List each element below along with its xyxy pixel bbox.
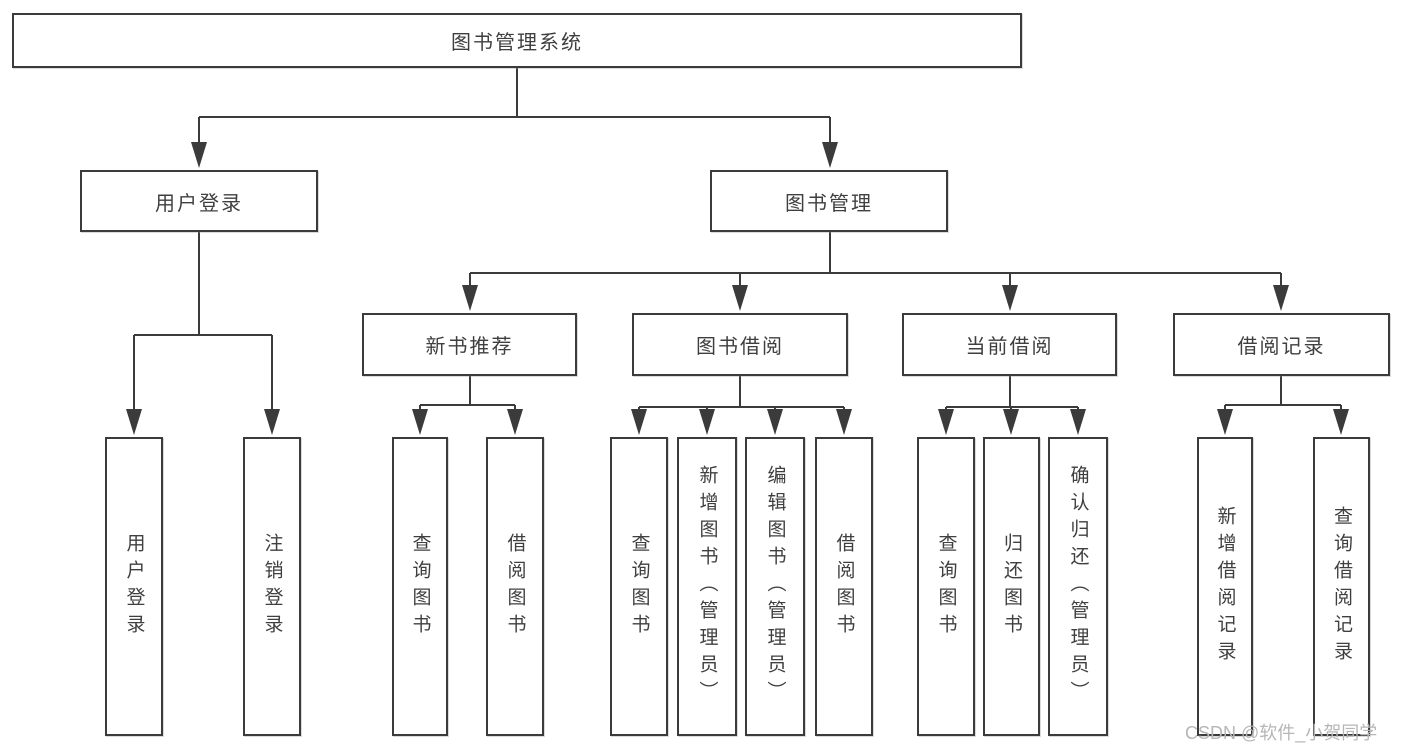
- book-management-label: 图书管理: [785, 192, 873, 215]
- leaf-borrow-add-book-admin: 新增图书（管理员）: [677, 437, 737, 736]
- leaf-recommend-query-book: 查询图书: [392, 437, 448, 736]
- current-borrow-label: 当前借阅: [965, 336, 1054, 358]
- leaf-current-return-book: 归还图书: [983, 437, 1040, 736]
- current-borrow-node: 当前借阅: [902, 313, 1117, 376]
- leaf-current-confirm-return-admin: 确认归还（管理员）: [1048, 437, 1108, 736]
- leaf-current-query-book: 查询图书: [917, 437, 975, 736]
- leaf-logout-label: 注销登录: [261, 532, 283, 641]
- user-login-node: 用户登录: [80, 170, 318, 232]
- borrow-record-label: 借阅记录: [1237, 336, 1326, 358]
- leaf-borrow-edit-book-admin: 编辑图书（管理员）: [745, 437, 805, 736]
- new-book-recommend-label: 新书推荐: [425, 336, 514, 358]
- leaf-borrow-add-book-admin-label: 新增图书（管理员）: [696, 465, 718, 708]
- leaf-borrow-query-book: 查询图书: [610, 437, 668, 736]
- arrowhead-icons: [126, 142, 1349, 435]
- leaf-user-login-label: 用户登录: [123, 532, 145, 641]
- leaf-current-confirm-return-admin-label: 确认归还（管理员）: [1067, 465, 1089, 708]
- csdn-watermark: CSDN @软件_小贺同学: [1185, 723, 1378, 743]
- book-management-node: 图书管理: [710, 170, 948, 232]
- leaf-record-query: 查询借阅记录: [1313, 437, 1370, 736]
- leaf-recommend-borrow-book-label: 借阅图书: [504, 532, 526, 641]
- new-book-recommend-node: 新书推荐: [362, 313, 577, 376]
- leaf-recommend-borrow-book: 借阅图书: [486, 437, 544, 736]
- leaf-current-query-book-label: 查询图书: [935, 532, 957, 641]
- leaf-borrow-borrow-book: 借阅图书: [815, 437, 873, 736]
- root-node-library-system: 图书管理系统: [12, 13, 1022, 68]
- book-borrow-node: 图书借阅: [632, 313, 848, 376]
- root-node-label: 图书管理系统: [451, 32, 583, 54]
- leaf-borrow-edit-book-admin-label: 编辑图书（管理员）: [764, 465, 786, 708]
- borrow-record-node: 借阅记录: [1173, 313, 1390, 376]
- leaf-record-add: 新增借阅记录: [1197, 437, 1253, 736]
- leaf-recommend-query-book-label: 查询图书: [409, 532, 431, 641]
- book-borrow-label: 图书借阅: [696, 336, 784, 358]
- leaf-borrow-query-book-label: 查询图书: [628, 532, 650, 641]
- leaf-borrow-borrow-book-label: 借阅图书: [833, 532, 855, 641]
- leaf-record-query-label: 查询借阅记录: [1331, 505, 1352, 668]
- connector-segments: [133, 68, 1342, 417]
- leaf-current-return-book-label: 归还图书: [1001, 532, 1022, 641]
- user-login-label: 用户登录: [155, 192, 243, 215]
- leaf-logout: 注销登录: [243, 437, 301, 736]
- leaf-user-login: 用户登录: [105, 437, 163, 736]
- leaf-record-add-label: 新增借阅记录: [1214, 505, 1236, 668]
